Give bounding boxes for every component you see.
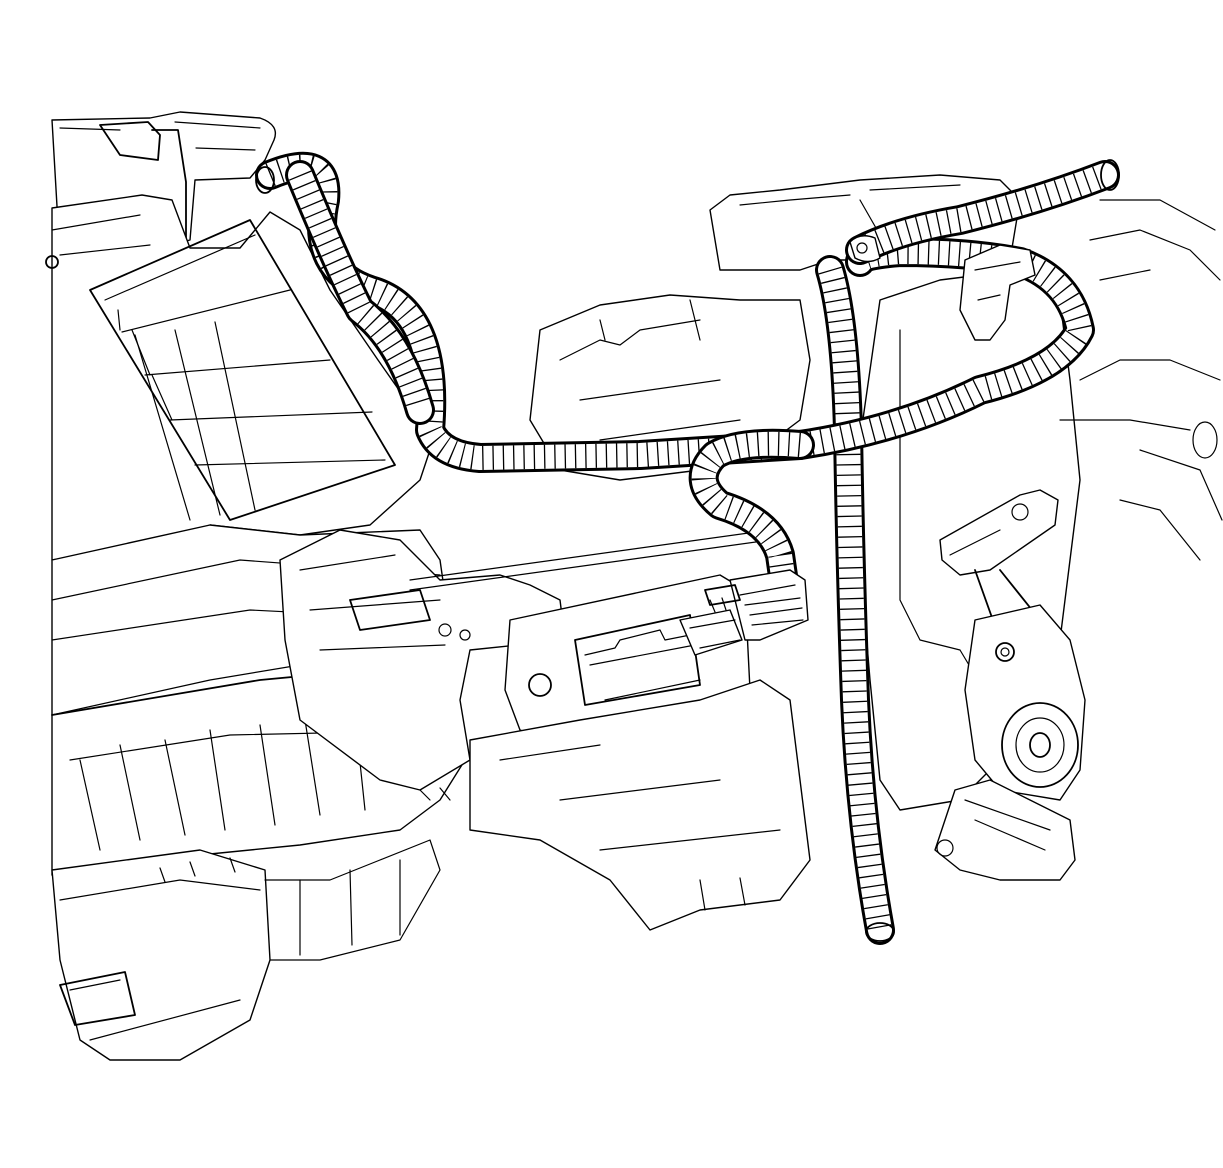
mode-door-actuator <box>934 604 1086 881</box>
lower-center-housing <box>469 679 811 931</box>
resistor-electrical-connector <box>679 569 809 656</box>
harness-retainer-clip <box>849 235 1036 341</box>
